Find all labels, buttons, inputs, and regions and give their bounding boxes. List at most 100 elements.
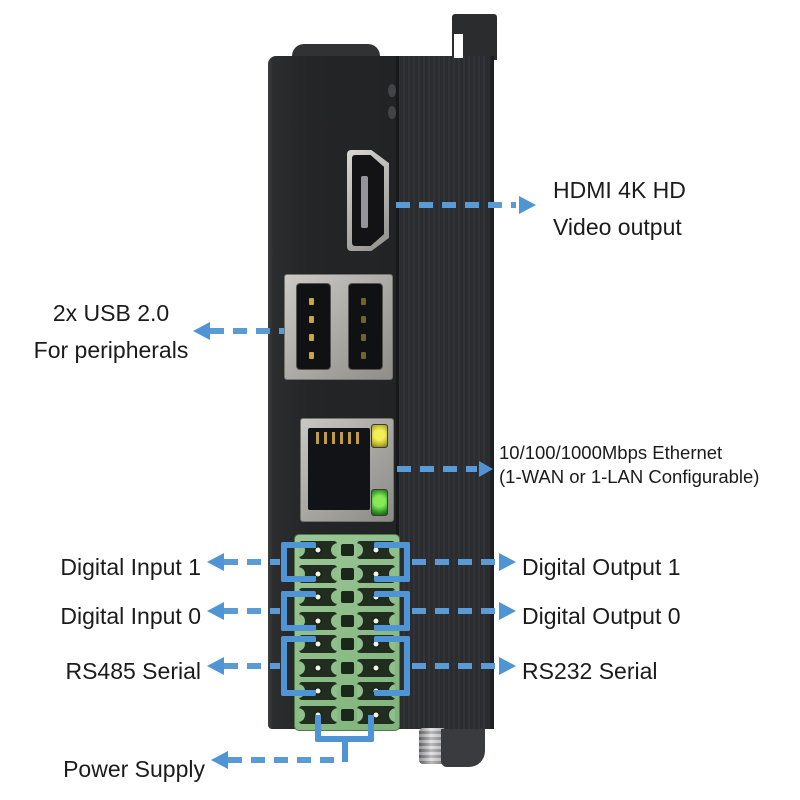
- label-rs485: RS485 Serial: [65, 658, 201, 684]
- terminal-divider-slot: [340, 685, 354, 698]
- usb-pin: [361, 352, 366, 359]
- rs232-arrowhead-icon: [499, 657, 516, 675]
- tab-notch: [454, 34, 463, 58]
- terminal-cell: [299, 658, 337, 677]
- hdmi-callout-line: [396, 202, 516, 208]
- usb-pin: [309, 298, 314, 305]
- label-ethernet-line1: 10/100/1000Mbps Ethernet: [499, 442, 723, 463]
- ethernet-pin: [324, 432, 327, 444]
- label-usb-line1: 2x USB 2.0: [52, 300, 170, 326]
- usb-arrowhead-icon: [193, 322, 210, 340]
- ethernet-pin: [316, 432, 319, 444]
- device-side-panel: [398, 56, 494, 729]
- screw-icon: [315, 618, 321, 624]
- terminal-row: [295, 587, 399, 608]
- ethernet-led-green: [371, 489, 388, 516]
- screw-icon: [315, 547, 321, 553]
- terminal-divider-slot: [340, 544, 354, 557]
- label-usb-line2: For peripherals: [33, 337, 189, 363]
- screw-icon: [315, 665, 321, 671]
- usb-pin: [361, 298, 366, 305]
- terminal-row: [295, 704, 399, 725]
- terminal-divider-slot: [340, 591, 354, 604]
- screw-icon: [373, 571, 379, 577]
- label-rs232: RS232 Serial: [522, 658, 658, 684]
- usb-port-left: [296, 283, 331, 370]
- label-digital-output-0: Digital Output 0: [522, 603, 681, 629]
- bracket-rs485: [281, 636, 316, 696]
- screw-icon: [373, 618, 379, 624]
- screw-icon: [315, 641, 321, 647]
- rs485-line: [224, 663, 280, 669]
- rs485-arrowhead-icon: [207, 657, 224, 675]
- bracket-rs232: [374, 636, 410, 696]
- digital-output-0-arrowhead-icon: [499, 602, 516, 620]
- power-supply-stub: [342, 739, 348, 762]
- screw-icon: [315, 594, 321, 600]
- bottom-corner-block: [441, 729, 485, 767]
- label-hdmi-line2: Video output: [553, 214, 682, 240]
- terminal-divider-slot: [340, 661, 354, 674]
- ethernet-pin: [356, 432, 359, 444]
- label-digital-input-0: Digital Input 0: [60, 603, 201, 629]
- terminal-cell: [357, 705, 395, 724]
- digital-input-0-arrowhead-icon: [207, 602, 224, 620]
- ethernet-pin: [348, 432, 351, 444]
- label-power-supply: Power Supply: [63, 756, 205, 782]
- digital-output-0-line: [412, 608, 498, 614]
- digital-input-1-arrowhead-icon: [207, 553, 224, 571]
- label-hdmi-line1: HDMI 4K HD: [553, 177, 686, 203]
- panel-seam: [396, 56, 399, 729]
- terminal-divider-slot: [340, 614, 354, 627]
- label-ethernet: 10/100/1000Mbps Ethernet (1-WAN or 1-LAN…: [499, 441, 759, 489]
- terminal-divider-slot: [340, 638, 354, 651]
- digital-input-0-line: [224, 608, 280, 614]
- terminal-cell: [299, 705, 337, 724]
- digital-output-1-line: [412, 559, 498, 565]
- usb-pin: [309, 334, 314, 341]
- hdmi-port-tongue: [361, 176, 368, 228]
- screw-icon: [315, 571, 321, 577]
- terminal-cell: [357, 658, 395, 677]
- hdmi-arrowhead-icon: [519, 196, 536, 214]
- ethernet-arrowhead-icon: [479, 461, 493, 477]
- ethernet-pin: [340, 432, 343, 444]
- screw-icon: [373, 641, 379, 647]
- ethernet-led-yellow: [371, 424, 388, 448]
- top-bump: [292, 44, 380, 58]
- label-ethernet-line2: (1-WAN or 1-LAN Configurable): [499, 466, 760, 487]
- hdmi-port-opening: [352, 155, 384, 246]
- usb-pin: [361, 316, 366, 323]
- usb-pin: [309, 316, 314, 323]
- ethernet-callout-line: [397, 466, 477, 472]
- screw-icon: [373, 712, 379, 718]
- screw-icon: [315, 712, 321, 718]
- usb-pin: [309, 352, 314, 359]
- label-digital-input-1: Digital Input 1: [60, 554, 201, 580]
- panel-detail-dot: [388, 106, 396, 119]
- usb-port-right: [348, 283, 383, 370]
- power-supply-line: [228, 757, 342, 763]
- bracket-digital-output-1: [374, 542, 410, 582]
- digital-input-1-line: [224, 559, 280, 565]
- usb-pin: [361, 334, 366, 341]
- label-digital-output-1: Digital Output 1: [522, 554, 681, 580]
- screw-icon: [373, 547, 379, 553]
- terminal-row: [295, 657, 399, 678]
- screw-icon: [373, 665, 379, 671]
- panel-detail-dot: [388, 84, 396, 97]
- bracket-power-supply: [315, 715, 374, 742]
- bracket-digital-output-0: [374, 591, 410, 631]
- label-hdmi: HDMI 4K HD Video output: [553, 172, 686, 246]
- bracket-digital-input-0: [281, 591, 316, 631]
- rs232-line: [412, 663, 498, 669]
- screw-icon: [373, 594, 379, 600]
- label-usb: 2x USB 2.0 For peripherals: [12, 295, 210, 369]
- terminal-divider-slot: [340, 708, 354, 721]
- digital-output-1-arrowhead-icon: [499, 553, 516, 571]
- screw-icon: [315, 688, 321, 694]
- bracket-digital-input-1: [281, 542, 316, 582]
- ethernet-pin: [332, 432, 335, 444]
- usb-callout-line: [210, 328, 284, 334]
